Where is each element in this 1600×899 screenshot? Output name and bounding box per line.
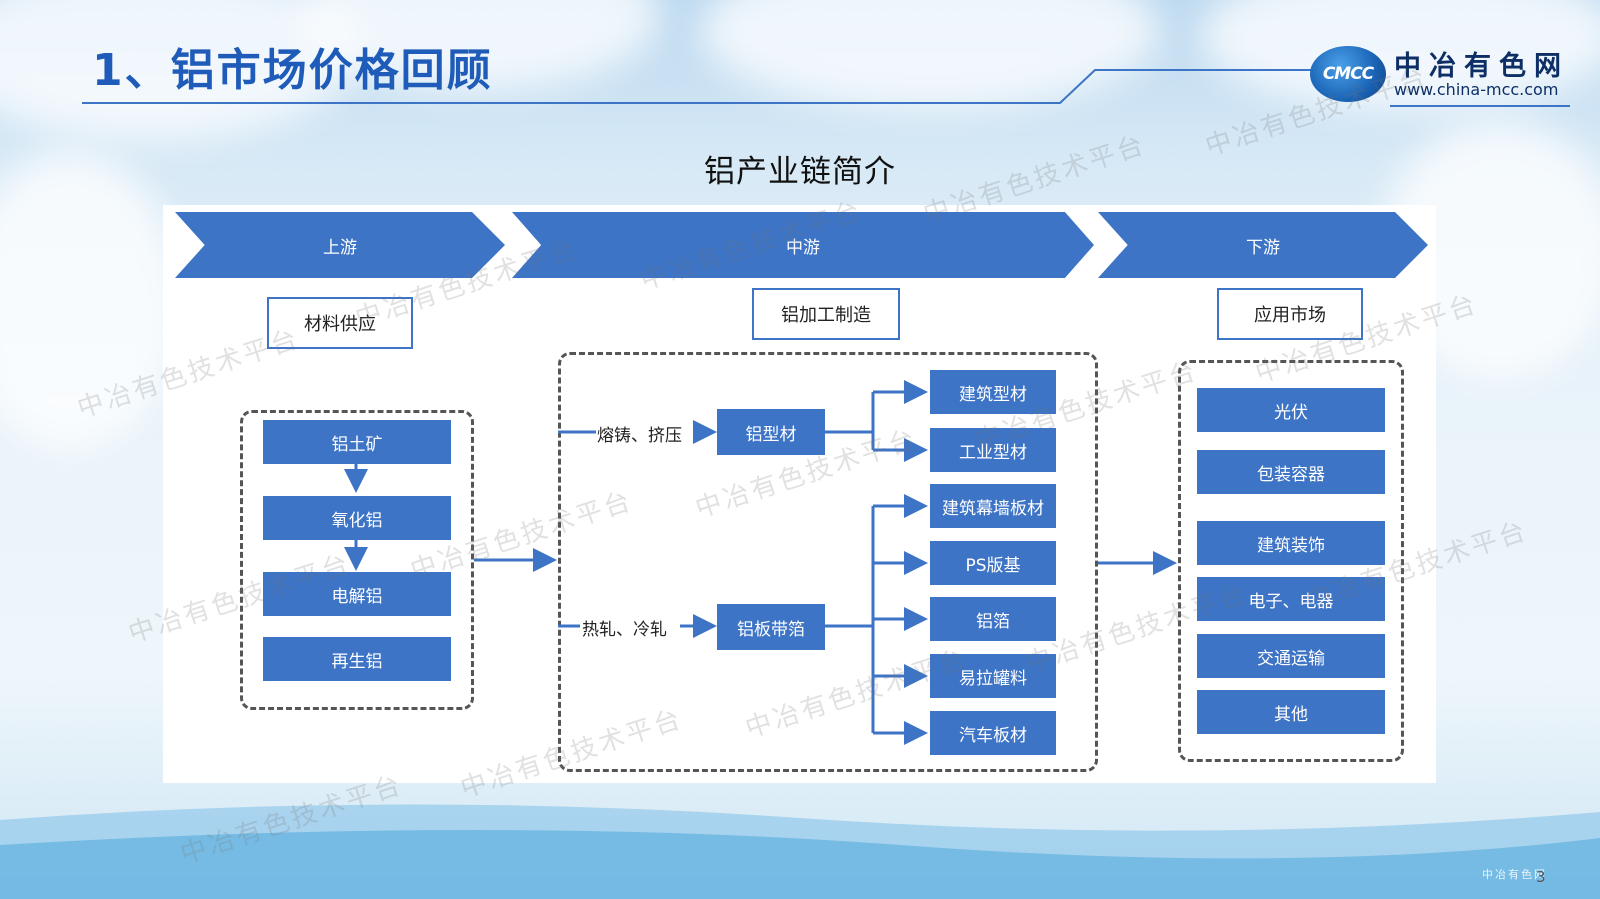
node-aluminum-sheet-strip-foil: 铝板带箔 xyxy=(717,604,825,650)
node-bauxite: 铝土矿 xyxy=(263,420,451,464)
footer-logo: 中冶有色网 xyxy=(1482,868,1547,881)
process-casting-extrusion: 熔铸、挤压 xyxy=(597,426,682,446)
diagram-title: 铝产业链简介 xyxy=(704,154,896,190)
section-materials: 材料供应 xyxy=(267,297,413,349)
globe-logo-icon: CMCC xyxy=(1310,46,1386,102)
node-market-packaging: 包装容器 xyxy=(1197,450,1385,494)
processing-group xyxy=(558,352,1098,772)
node-recycled-aluminum: 再生铝 xyxy=(263,637,451,681)
node-alumina: 氧化铝 xyxy=(263,496,451,540)
node-market-other: 其他 xyxy=(1197,690,1385,734)
logo-url: www.china-mcc.com xyxy=(1394,80,1559,99)
market-group xyxy=(1178,360,1404,762)
node-can-stock: 易拉罐料 xyxy=(930,654,1056,698)
node-automotive-sheet: 汽车板材 xyxy=(930,711,1056,755)
cloud xyxy=(0,150,180,450)
node-curtain-wall-sheet: 建筑幕墙板材 xyxy=(930,484,1056,528)
logo-name: 中冶有色网 xyxy=(1394,51,1569,82)
stage-upstream: 上游 xyxy=(175,212,505,278)
section-market: 应用市场 xyxy=(1217,288,1363,340)
node-building-profile: 建筑型材 xyxy=(930,370,1056,414)
header-divider xyxy=(82,69,1570,107)
stage-downstream: 下游 xyxy=(1098,212,1428,278)
node-ps-plate-base: PS版基 xyxy=(930,541,1056,585)
upstream-group xyxy=(240,410,474,710)
stage-midstream: 中游 xyxy=(512,212,1094,278)
process-hot-cold-rolling: 热轧、冷轧 xyxy=(582,620,667,640)
page-number: 3 xyxy=(1536,868,1546,886)
section-processing: 铝加工制造 xyxy=(752,288,900,340)
company-logo: CMCC 中冶有色网 www.china-mcc.com xyxy=(1310,42,1580,106)
slide-title: 1、铝市场价格回顾 xyxy=(92,45,493,96)
node-market-photovoltaic: 光伏 xyxy=(1197,388,1385,432)
node-aluminum-foil: 铝箔 xyxy=(930,597,1056,641)
node-market-building-decoration: 建筑装饰 xyxy=(1197,521,1385,565)
node-industrial-profile: 工业型材 xyxy=(930,428,1056,472)
node-market-electronics: 电子、电器 xyxy=(1197,577,1385,621)
node-aluminum-profile: 铝型材 xyxy=(717,409,825,455)
node-electrolytic-aluminum: 电解铝 xyxy=(263,572,451,616)
node-market-transportation: 交通运输 xyxy=(1197,634,1385,678)
